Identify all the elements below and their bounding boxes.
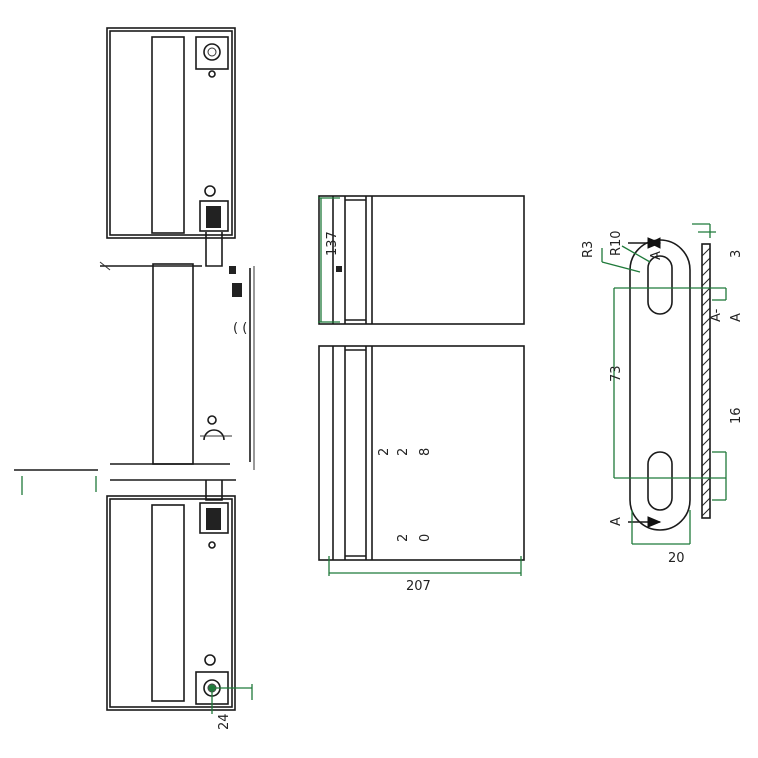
side-view: R3 R10 3 73 16 20 A A A- A bbox=[581, 223, 744, 566]
dimension-228-digit-3: 8 bbox=[418, 448, 433, 456]
dimension-137: 137 bbox=[325, 231, 340, 256]
dimension-16: 16 bbox=[729, 407, 744, 424]
dimension-20-front-digit-2: 0 bbox=[418, 534, 433, 542]
left-view-dimensions bbox=[21, 476, 253, 714]
dimension-24: 24 bbox=[217, 713, 232, 730]
section-label-a-top: A bbox=[649, 251, 664, 260]
dimension-3: 3 bbox=[729, 250, 744, 258]
dimension-228-digit-2: 2 bbox=[396, 448, 411, 456]
front-view-dimensions bbox=[318, 197, 522, 576]
arm-mark: ( ( bbox=[233, 321, 247, 336]
dimension-20-front-digit-1: 2 bbox=[396, 534, 411, 542]
dimension-73: 73 bbox=[609, 365, 624, 382]
radius-r3: R3 bbox=[581, 241, 596, 258]
front-view-top-block bbox=[318, 195, 525, 325]
front-view: 137 2 2 8 2 0 207 bbox=[318, 195, 525, 594]
section-arrows bbox=[628, 237, 662, 528]
hinge-arm: ( ( bbox=[14, 232, 255, 501]
side-view-dimensions bbox=[601, 223, 727, 545]
side-view-plate bbox=[629, 239, 691, 531]
dimension-207: 207 bbox=[406, 579, 431, 594]
section-a-a bbox=[701, 243, 711, 519]
section-label-a-right: A bbox=[729, 313, 744, 322]
front-view-bottom-block bbox=[318, 345, 525, 561]
radius-r10: R10 bbox=[609, 230, 624, 256]
dimension-228-digit-1: 2 bbox=[377, 448, 392, 456]
section-label-a-bottom: A bbox=[609, 517, 624, 526]
dimension-20-side: 20 bbox=[668, 551, 685, 566]
section-label-a-dash: A- bbox=[709, 308, 724, 322]
lower-hinge-body bbox=[106, 495, 236, 711]
hinge-assembly-view: ( ( bbox=[14, 27, 255, 730]
upper-hinge-body bbox=[106, 27, 236, 239]
